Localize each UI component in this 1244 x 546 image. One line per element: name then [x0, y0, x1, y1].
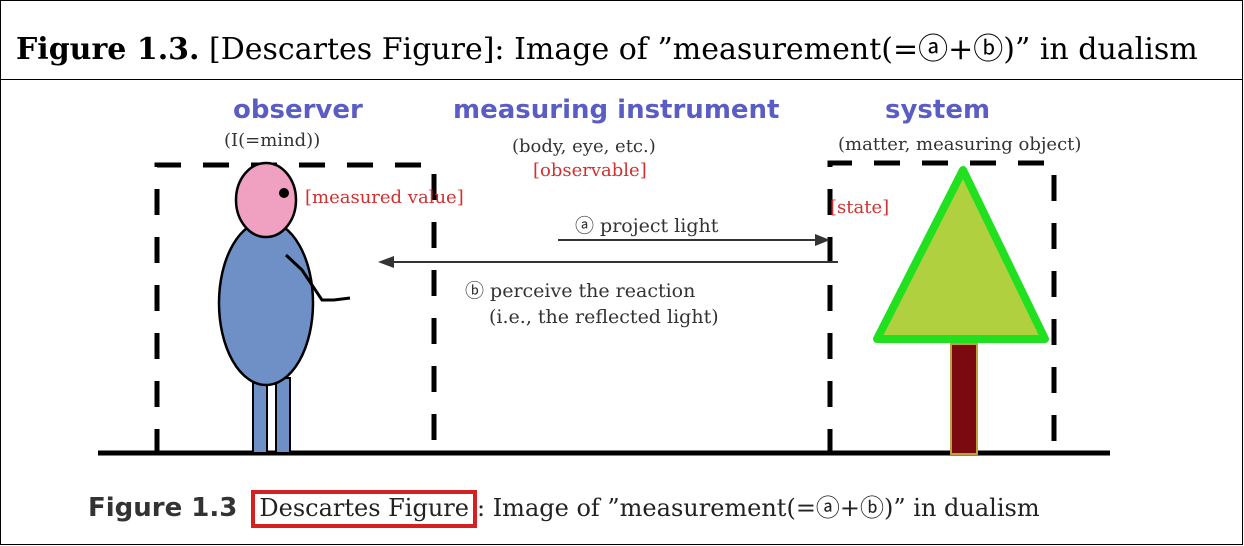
observer-dashed-box: [154, 162, 437, 455]
embedded-caption-rest: : Image of ”measurement(=ⓐ+ⓑ)” in dualis…: [476, 494, 1040, 522]
observer-subtitle: (I(=mind)): [224, 130, 320, 151]
caption-lead: Figure 1.3.: [16, 32, 200, 67]
figure-caption: Figure 1.3. [Descartes Figure]: Image of…: [16, 24, 1198, 68]
project-light-label: ⓐ project light: [575, 215, 719, 237]
system-subtitle: (matter, measuring object): [838, 134, 1081, 155]
measured-value-label: [measured value]: [305, 187, 464, 208]
observer-figure: [217, 161, 351, 454]
caption-text: [Descartes Figure]: Image of ”measuremen…: [209, 32, 1198, 67]
descartes-figure-highlight: Descartes Figure: [251, 490, 477, 528]
system-title: system: [885, 95, 990, 125]
instrument-title: measuring instrument: [453, 95, 780, 125]
state-label: [state]: [830, 197, 889, 218]
descartes-diagram: observer measuring instrument system (I(…: [98, 95, 1110, 456]
embedded-figure-caption: Figure 1.3 Descartes Figure: Image of ”me…: [88, 488, 1040, 528]
system-dashed-box: [827, 160, 1057, 455]
observable-label: [observable]: [533, 160, 647, 181]
instrument-subtitle: (body, eye, etc.): [512, 136, 656, 157]
reflected-light-label: (i.e., the reflected light): [489, 306, 719, 328]
tree-figure: [873, 166, 1049, 455]
embedded-caption-lead: Figure 1.3: [88, 493, 238, 523]
perceive-reaction-label: ⓑ perceive the reaction: [465, 280, 695, 302]
observer-title: observer: [233, 95, 363, 125]
caption-divider: [0, 79, 1243, 80]
